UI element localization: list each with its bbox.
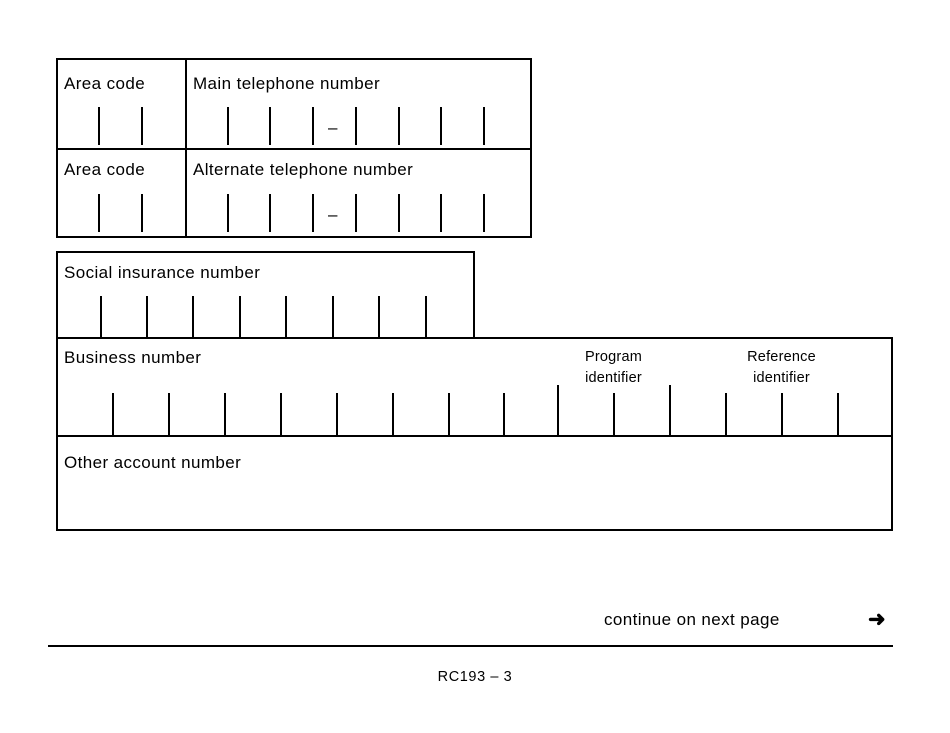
- main-phone-tick[interactable]: [355, 107, 357, 145]
- reference-identifier-label-line2: identifier: [753, 370, 810, 386]
- social-insurance-tick[interactable]: [239, 296, 241, 339]
- business-number-label: Business number: [64, 348, 202, 367]
- business-number-tick[interactable]: [168, 393, 170, 435]
- social-insurance-tick[interactable]: [378, 296, 380, 339]
- alternate-area-code-label: Area code: [64, 160, 146, 179]
- business-number-tick[interactable]: [224, 393, 226, 435]
- footer-divider: [48, 645, 893, 647]
- main-telephone-number-label: Main telephone number: [193, 74, 381, 93]
- telephone-row-divider: [56, 148, 532, 150]
- program-identifier-label-line1: Program: [585, 349, 642, 365]
- alternate-area-code-tick[interactable]: [98, 194, 100, 232]
- alternate-phone-tick[interactable]: [355, 194, 357, 232]
- alternate-phone-tick[interactable]: [483, 194, 485, 232]
- reference-identifier-tick[interactable]: [837, 393, 839, 435]
- main-phone-tick[interactable]: [483, 107, 485, 145]
- social-insurance-tick[interactable]: [332, 296, 334, 339]
- reference-identifier-tick[interactable]: [725, 393, 727, 435]
- alternate-phone-tick[interactable]: [312, 194, 314, 232]
- social-insurance-number-label: Social insurance number: [64, 263, 261, 282]
- program-identifier-group-divider: [557, 385, 559, 435]
- main-phone-tick[interactable]: [227, 107, 229, 145]
- page-identifier: RC193 – 3: [437, 669, 513, 685]
- main-area-code-tick[interactable]: [98, 107, 100, 145]
- business-number-tick[interactable]: [336, 393, 338, 435]
- telephone-block: [56, 58, 532, 238]
- other-account-number-box[interactable]: [56, 435, 893, 531]
- alternate-area-code-tick[interactable]: [141, 194, 143, 232]
- business-number-tick[interactable]: [112, 393, 114, 435]
- main-phone-tick[interactable]: [269, 107, 271, 145]
- main-area-code-label: Area code: [64, 74, 146, 93]
- alternate-phone-tick[interactable]: [269, 194, 271, 232]
- main-phone-tick[interactable]: [398, 107, 400, 145]
- social-insurance-tick[interactable]: [146, 296, 148, 339]
- other-account-number-label: Other account number: [64, 453, 242, 472]
- reference-identifier-group-divider: [669, 385, 671, 435]
- social-insurance-tick[interactable]: [100, 296, 102, 339]
- alternate-phone-tick[interactable]: [227, 194, 229, 232]
- program-identifier-tick[interactable]: [613, 393, 615, 435]
- main-phone-separator: –: [328, 118, 338, 137]
- business-number-tick[interactable]: [280, 393, 282, 435]
- alternate-phone-separator: –: [328, 205, 338, 224]
- main-phone-tick[interactable]: [312, 107, 314, 145]
- business-number-tick[interactable]: [392, 393, 394, 435]
- business-number-box: [56, 337, 893, 437]
- alternate-telephone-number-label: Alternate telephone number: [193, 160, 414, 179]
- business-number-tick[interactable]: [503, 393, 505, 435]
- alternate-phone-tick[interactable]: [398, 194, 400, 232]
- program-identifier-label-line2: identifier: [585, 370, 642, 386]
- business-number-tick[interactable]: [448, 393, 450, 435]
- reference-identifier-tick[interactable]: [781, 393, 783, 435]
- social-insurance-tick[interactable]: [285, 296, 287, 339]
- continue-on-next-page-text: continue on next page: [604, 610, 780, 629]
- reference-identifier-label-line1: Reference: [747, 349, 816, 365]
- main-area-code-tick[interactable]: [141, 107, 143, 145]
- social-insurance-number-box: [56, 251, 475, 341]
- right-arrow-icon: ➜: [868, 608, 886, 631]
- social-insurance-tick[interactable]: [192, 296, 194, 339]
- social-insurance-tick[interactable]: [425, 296, 427, 339]
- alternate-phone-tick[interactable]: [440, 194, 442, 232]
- main-phone-tick[interactable]: [440, 107, 442, 145]
